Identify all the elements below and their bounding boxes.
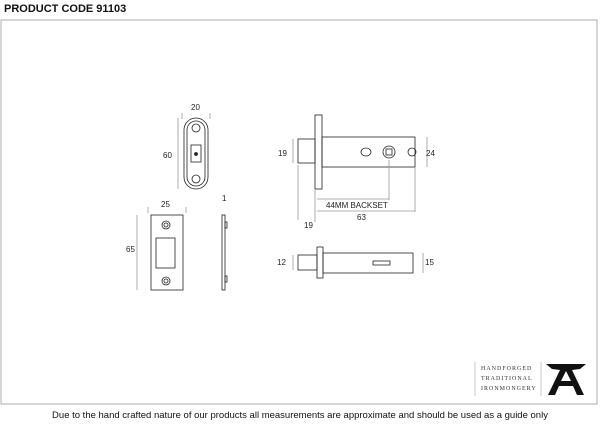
dim-lower-body: 15	[425, 258, 434, 267]
dim-strike-width: 25	[161, 200, 170, 209]
sheet-border	[0, 19, 598, 405]
dim-latch-body: 24	[426, 149, 435, 158]
dim-strike-height: 65	[126, 245, 135, 254]
logo-line2: TRADITIONAL	[481, 376, 533, 382]
dim-strike-thickness: 1	[222, 194, 227, 203]
dim-bolt-projection: 19	[304, 221, 313, 230]
strike-side	[221, 214, 228, 291]
faceplate-front	[177, 113, 211, 190]
latch-side	[292, 114, 428, 222]
dim-latch-bolt: 19	[278, 149, 287, 158]
logo: HANDFORGED TRADITIONAL IRONMONGERY	[474, 362, 586, 396]
logo-line3: IRONMONGERY	[481, 386, 537, 392]
dim-lower-bolt: 12	[277, 258, 286, 267]
latch-top	[292, 246, 424, 279]
dim-faceplate-width: 20	[191, 103, 200, 112]
product-code: PRODUCT CODE 91103	[4, 3, 127, 15]
dim-backset: 44MM BACKSET	[326, 201, 388, 210]
anvil-icon	[546, 364, 586, 395]
dim-overall: 63	[357, 213, 366, 222]
disclaimer: Due to the hand crafted nature of our pr…	[52, 410, 548, 421]
logo-line1: HANDFORGED	[481, 366, 532, 372]
dim-faceplate-height: 60	[163, 151, 172, 160]
strike-plate	[136, 207, 187, 291]
